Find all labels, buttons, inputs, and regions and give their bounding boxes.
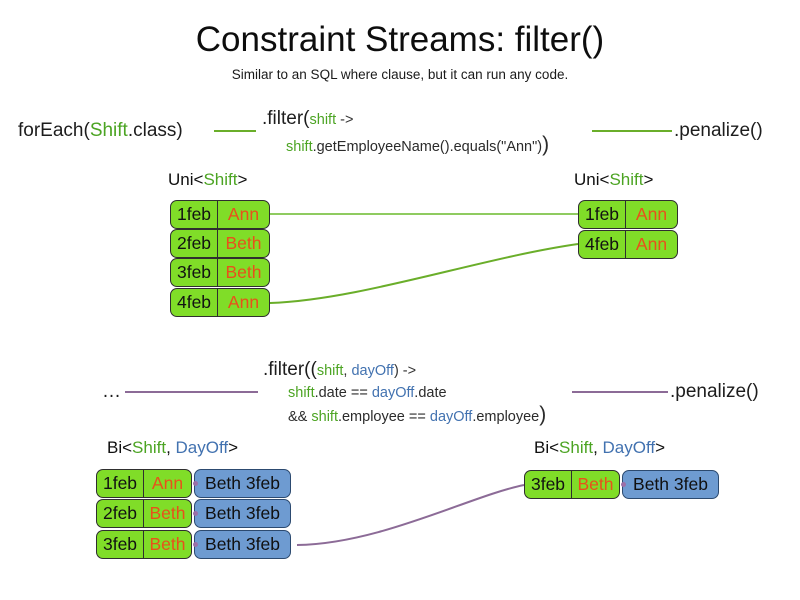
- bi-filter-arrow: ) ->: [393, 363, 417, 379]
- bi-left-label-sep: ,: [166, 438, 176, 457]
- bi-right-card[interactable]: 3feb Beth Beth 3feb: [524, 470, 719, 499]
- foreach-expression: forEach(Shift.class): [18, 120, 183, 142]
- uni-filter-line-2: shift.getEmployeeName().equals("Ann")): [286, 133, 550, 157]
- bi-left-type-label: Bi<Shift, DayOff>: [107, 438, 238, 458]
- uni-left-type-label: Uni<Shift>: [168, 170, 247, 190]
- uni-right-label-type: Shift: [609, 170, 644, 189]
- bi-left-label-type-a: Shift: [132, 438, 167, 457]
- card-employee: Ann: [217, 200, 270, 229]
- card-employee: Ann: [143, 469, 192, 498]
- card-date: 3feb: [524, 470, 571, 499]
- bi-filter-line2-b: dayOff: [371, 385, 415, 401]
- card-employee: Beth: [217, 229, 270, 258]
- uni-right-type-label: Uni<Shift>: [574, 170, 653, 190]
- foreach-type: Shift: [89, 120, 128, 141]
- bi-filter-line3-mid: .employee ==: [337, 409, 430, 425]
- bi-filter-line3-end: .employee: [472, 409, 540, 425]
- card-date: 4feb: [578, 230, 625, 259]
- card-employee: Beth: [571, 470, 620, 499]
- card-date: 4feb: [170, 288, 217, 317]
- bi-left-label-type-b: DayOff: [175, 438, 229, 457]
- bi-left-label-prefix: Bi<: [107, 438, 133, 457]
- foreach-prefix: forEach(: [18, 120, 90, 141]
- uni-filter-body-var: shift: [286, 139, 313, 155]
- bi-join-dot: [193, 481, 198, 486]
- card-employee: Ann: [625, 230, 678, 259]
- bi-filter-param-a: shift: [316, 363, 344, 379]
- bi-join-dot: [621, 482, 626, 487]
- connector-bi-3feb: [296, 484, 525, 546]
- card-date: 2feb: [96, 499, 143, 528]
- card-dayoff: Beth 3feb: [194, 530, 291, 559]
- bi-filter-param-b: dayOff: [351, 363, 394, 379]
- bi-join-dot: [193, 542, 198, 547]
- card-dayoff: Beth 3feb: [194, 499, 291, 528]
- card-employee: Ann: [625, 200, 678, 229]
- uni-right-card[interactable]: 1feb Ann: [578, 200, 678, 229]
- card-date: 2feb: [170, 229, 217, 258]
- uni-left-label-prefix: Uni<: [168, 170, 204, 189]
- uni-filter-body-rest: .getEmployeeName().equals("Ann"): [312, 139, 543, 155]
- card-employee: Ann: [217, 288, 270, 317]
- card-date: 3feb: [170, 258, 217, 287]
- card-date: 3feb: [96, 530, 143, 559]
- bi-filter-line-2: shift.date == dayOff.date: [288, 383, 447, 403]
- card-date: 1feb: [170, 200, 217, 229]
- uni-left-label-suffix: >: [237, 170, 248, 189]
- bi-right-type-label: Bi<Shift, DayOff>: [534, 438, 665, 458]
- uni-filter-head: .filter(: [262, 108, 310, 129]
- uni-filter-close-paren: ): [542, 133, 550, 156]
- uni-left-card[interactable]: 3feb Beth: [170, 258, 270, 287]
- bi-filter-line-3: && shift.employee == dayOff.employee): [288, 403, 547, 427]
- bi-source-ellipsis: …: [102, 381, 121, 402]
- bi-right-label-sep: ,: [593, 438, 603, 457]
- card-dayoff: Beth 3feb: [622, 470, 719, 499]
- bi-right-label-suffix: >: [655, 438, 666, 457]
- bi-left-card[interactable]: 2feb Beth Beth 3feb: [96, 499, 291, 528]
- bi-left-card[interactable]: 1feb Ann Beth 3feb: [96, 469, 291, 498]
- bi-right-label-type-b: DayOff: [602, 438, 656, 457]
- bi-filter-param-sep: ,: [343, 363, 352, 379]
- uni-filter-line-1: .filter(shift ->: [262, 108, 353, 131]
- bi-right-label-prefix: Bi<: [534, 438, 560, 457]
- bi-left-label-suffix: >: [228, 438, 239, 457]
- bi-join-dot: [193, 511, 198, 516]
- bi-filter-line3-pre: &&: [288, 409, 312, 425]
- bi-filter-line2-mid: .date ==: [314, 385, 372, 401]
- uni-filter-arrow: ->: [336, 112, 354, 128]
- uni-left-card[interactable]: 4feb Ann: [170, 288, 270, 317]
- card-date: 1feb: [578, 200, 625, 229]
- uni-left-card[interactable]: 1feb Ann: [170, 200, 270, 229]
- card-employee: Beth: [217, 258, 270, 287]
- page-subtitle: Similar to an SQL where clause, but it c…: [231, 67, 569, 82]
- uni-right-label-prefix: Uni<: [574, 170, 610, 189]
- bi-filter-line-1: .filter((shift, dayOff) ->: [263, 359, 416, 382]
- uni-left-card[interactable]: 2feb Beth: [170, 229, 270, 258]
- bi-left-card[interactable]: 3feb Beth Beth 3feb: [96, 530, 291, 559]
- page-title: Constraint Streams: filter(): [195, 20, 605, 59]
- uni-filter-param: shift: [309, 112, 337, 128]
- uni-right-label-suffix: >: [643, 170, 654, 189]
- bi-filter-line2-end: .date: [414, 385, 447, 401]
- uni-left-label-type: Shift: [203, 170, 238, 189]
- foreach-suffix: .class): [127, 120, 183, 141]
- card-employee: Beth: [143, 530, 192, 559]
- bi-filter-close-paren: ): [539, 403, 547, 426]
- bi-filter-line2-a: shift: [288, 385, 315, 401]
- card-date: 1feb: [96, 469, 143, 498]
- bi-filter-line3-b: dayOff: [429, 409, 473, 425]
- bi-right-label-type-a: Shift: [559, 438, 594, 457]
- bi-filter-line3-a: shift: [311, 409, 338, 425]
- card-dayoff: Beth 3feb: [194, 469, 291, 498]
- connector-uni-4feb: [269, 243, 579, 304]
- uni-right-card[interactable]: 4feb Ann: [578, 230, 678, 259]
- bi-penalize: .penalize(): [670, 381, 759, 402]
- card-employee: Beth: [143, 499, 192, 528]
- bi-filter-head: .filter((: [263, 359, 317, 380]
- uni-penalize: .penalize(): [674, 120, 763, 141]
